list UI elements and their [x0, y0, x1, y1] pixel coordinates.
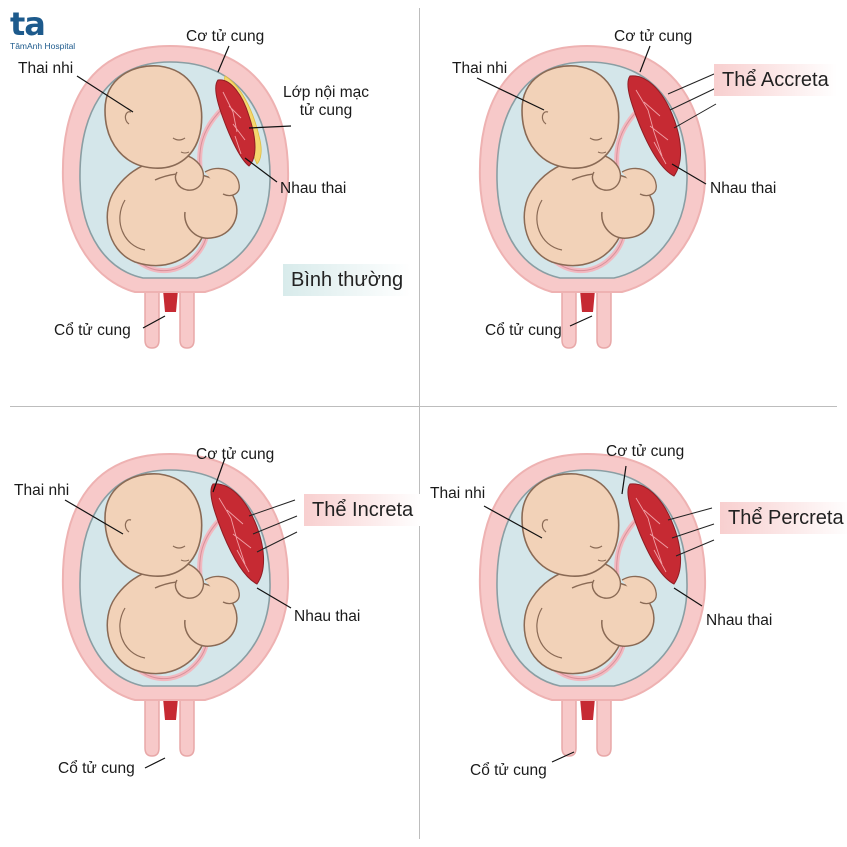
label-myometrium-accreta: Cơ tử cung — [614, 28, 693, 45]
panel-normal-drawing — [63, 46, 292, 348]
label-fetus-accreta: Thai nhi — [452, 60, 508, 77]
label-cervix-accreta: Cổ tử cung — [485, 322, 562, 339]
label-cervix-percreta: Cổ tử cung — [470, 762, 547, 779]
label-fetus-normal: Thai nhi — [18, 60, 74, 77]
panel-percreta-drawing — [480, 454, 715, 763]
label-placenta-percreta: Nhau thai — [706, 612, 773, 629]
label-myometrium-normal: Cơ tử cung — [186, 28, 265, 45]
label-cervix-normal: Cổ tử cung — [54, 322, 131, 339]
label-myometrium-percreta: Cơ tử cung — [606, 443, 685, 460]
label-myometrium-increta: Cơ tử cung — [196, 446, 275, 463]
logo-subtitle: TâmAnh Hospital — [10, 41, 76, 51]
label-placenta-normal: Nhau thai — [280, 180, 347, 197]
label-placenta-increta: Nhau thai — [294, 608, 361, 625]
label-placenta-accreta: Nhau thai — [710, 180, 777, 197]
vertical-divider — [419, 8, 420, 839]
label-fetus-increta: Thai nhi — [14, 482, 70, 499]
type-label-increta: Thể Increta — [304, 494, 422, 526]
hospital-logo: ta TâmAnh Hospital — [10, 8, 90, 54]
label-endometrium-normal: Lớp nội mạc tử cung — [283, 84, 369, 119]
horizontal-divider — [10, 406, 837, 407]
type-label-normal: Bình thường — [283, 264, 412, 296]
type-label-percreta: Thể Percreta — [720, 502, 847, 534]
label-cervix-increta: Cổ tử cung — [58, 760, 135, 777]
logo-mark: ta — [10, 5, 46, 43]
label-fetus-percreta: Thai nhi — [430, 485, 486, 502]
panel-increta-drawing — [63, 454, 298, 769]
panel-accreta-drawing — [476, 46, 717, 348]
type-label-accreta: Thể Accreta — [714, 64, 837, 96]
